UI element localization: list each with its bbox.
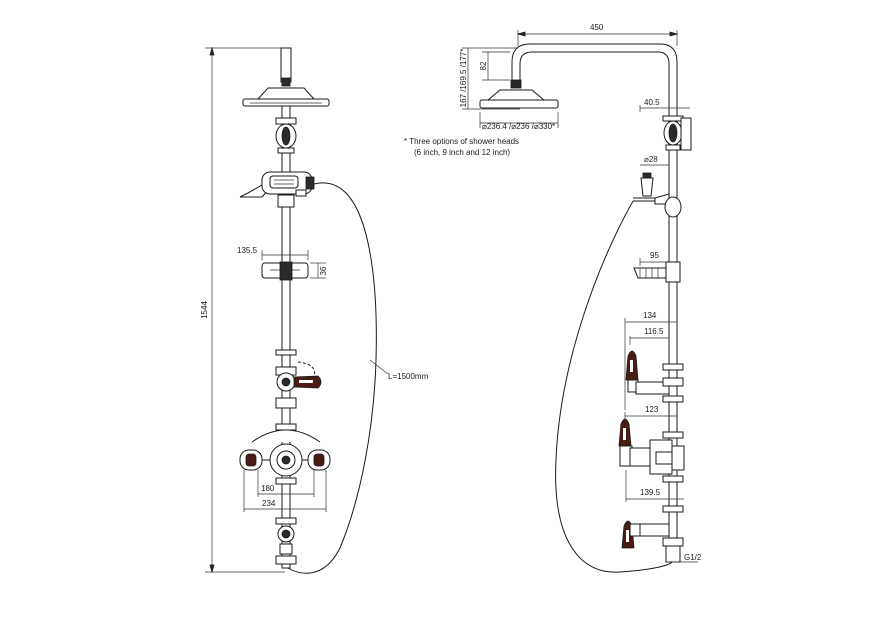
head-diameter-options-label: ⌀236.4 /⌀236 /⌀330* [482, 122, 555, 131]
shower-head-footnote: * Three options of shower heads (6 inch,… [404, 137, 519, 157]
front-view: 1544 [200, 46, 429, 574]
overall-height-dimension: 1544 [200, 46, 290, 574]
front-riser-rail [275, 105, 297, 569]
side-shower-head: ⌀236.4 /⌀236 /⌀330* [479, 79, 559, 131]
side-handshower-holder [633, 172, 682, 218]
front-handshower [239, 171, 315, 198]
soap-dish-depth-label: 95 [650, 251, 659, 260]
side-lower-projection-dimension: 139.5 [625, 470, 684, 502]
lower-valve-projection-label: 139.5 [640, 488, 661, 497]
side-soap-dish: 95 [633, 251, 681, 283]
soap-dish-width-label: 135.5 [237, 246, 258, 255]
upper-valve-projection-label: 116.5 [644, 327, 664, 336]
front-shower-head [242, 47, 330, 107]
side-diverter-valve [625, 350, 684, 403]
bracket-offset-label: 40.5 [644, 98, 660, 107]
valve-centres-outer-label: 234 [262, 499, 276, 508]
riser-diameter-label: ⌀28 [644, 155, 658, 164]
side-shower-arm [511, 43, 678, 118]
valve-centres-dimension: 180 234 [243, 470, 327, 512]
side-head-height-dimension: 167 /169.5 /177* 82 [459, 47, 520, 110]
arm-drop-label: 82 [479, 61, 488, 70]
arm-projection-dimension: 450 [516, 23, 679, 46]
side-thermostatic-valve [618, 418, 685, 483]
front-hose [287, 182, 377, 574]
inlet-thread-label: G1/2 [684, 553, 702, 562]
side-lower-valve: G1/2 [621, 505, 702, 563]
side-hose [555, 200, 673, 573]
front-diverter-valve [275, 349, 322, 409]
valve-centres-inner-label: 180 [261, 484, 275, 493]
valve-body-projection-label: 123 [645, 405, 659, 414]
footnote-line-1: * Three options of shower heads [404, 137, 519, 146]
overall-height-label: 1544 [200, 301, 209, 319]
head-height-options-label: 167 /169.5 /177* [459, 49, 468, 108]
front-thermostatic-valve [239, 423, 331, 485]
upper-handle-projection-label: 134 [643, 311, 657, 320]
soap-dish-height-label: 36 [319, 266, 328, 275]
hose-length-label: L=1500mm [388, 372, 429, 381]
arm-projection-label: 450 [590, 23, 604, 32]
front-lower-valve [275, 517, 297, 565]
front-soap-dish: 135.5 36 [237, 246, 328, 281]
footnote-line-2: (6 inch, 9 inch and 12 inch) [414, 148, 510, 157]
side-upper-projection-dimensions: 134 116.5 [624, 311, 677, 410]
side-view: 450 167 /169.5 /177* 82 ⌀236.4 /⌀236 [404, 23, 702, 573]
